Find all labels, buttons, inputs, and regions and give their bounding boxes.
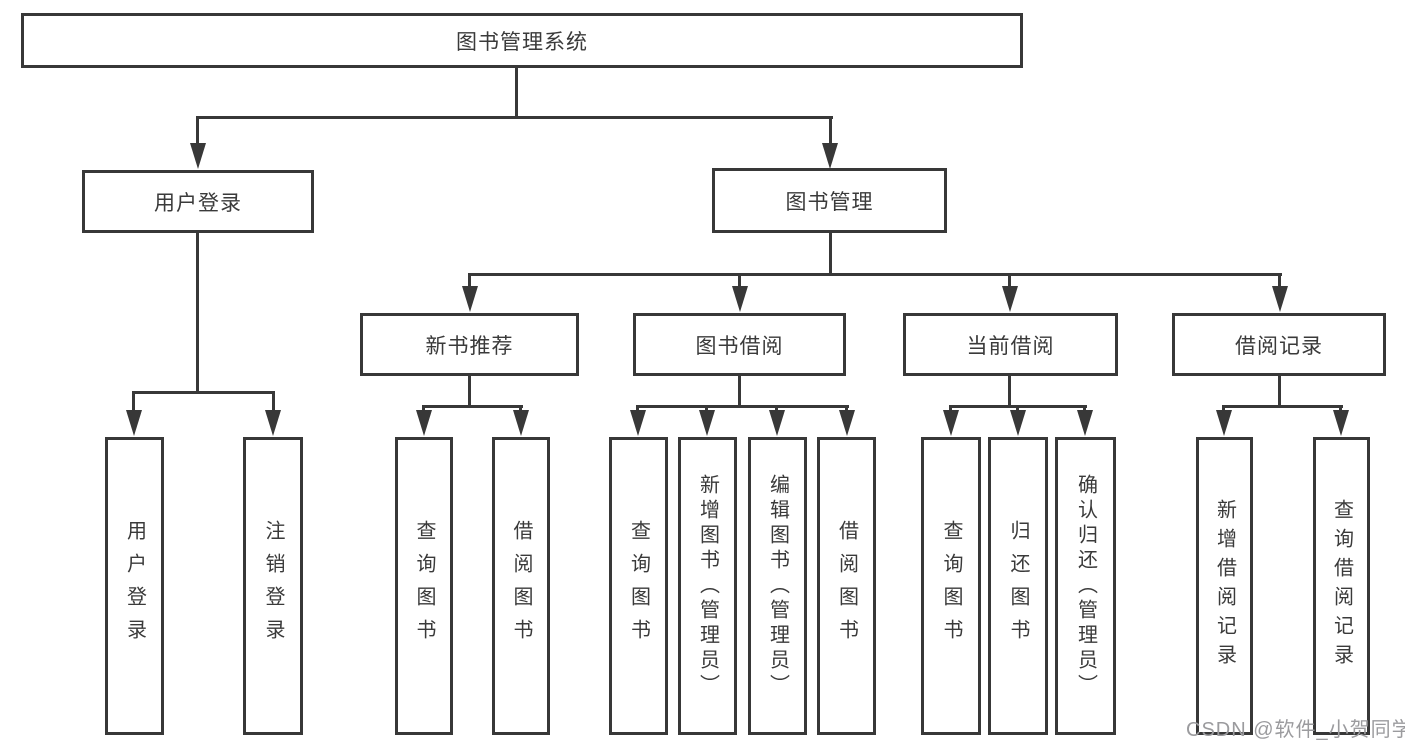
leaf-query-books-recommend-label: 查询图书 [413,520,435,652]
arrow-down-icon [513,410,529,436]
leaf-logout: 注销登录 [243,437,303,735]
connector-root-split [196,116,833,119]
node-book-management: 图书管理 [712,168,947,233]
leaf-edit-books-admin-label: 编辑图书（管理员） [766,473,789,699]
leaf-add-books-admin-label: 新增图书（管理员） [696,473,719,699]
leaf-confirm-return-admin: 确认归还（管理员） [1055,437,1116,735]
arrow-down-icon [1010,410,1026,436]
arrow-down-icon [630,410,646,436]
arrow-down-icon [943,410,959,436]
arrow-down-icon [699,410,715,436]
arrow-down-icon [462,286,478,312]
csdn-watermark: CSDN @软件_小贺同学 [1186,719,1405,741]
connector-userlogin-stem [196,233,199,394]
leaf-return-books-label: 归还图书 [1007,520,1029,652]
connector-to-book-mgmt [829,116,832,148]
arrow-down-icon [822,143,838,169]
node-new-book-recommend: 新书推荐 [360,313,579,376]
connector-userlogin-split [132,391,275,394]
node-library-system-label: 图书管理系统 [456,30,588,54]
connector-to-borrowrecord [1278,273,1281,291]
leaf-user-login: 用户登录 [105,437,164,735]
arrow-down-icon [1272,286,1288,312]
leaf-query-borrow-record: 查询借阅记录 [1313,437,1370,735]
leaf-add-borrow-record-label: 新增借阅记录 [1213,499,1236,673]
connector-newbook-stem [468,376,471,408]
leaf-return-books: 归还图书 [988,437,1048,735]
leaf-borrow-books-recommend: 借阅图书 [492,437,550,735]
arrow-down-icon [839,410,855,436]
node-new-book-recommend-label: 新书推荐 [425,334,514,358]
connector-borrowrecord-stem [1278,376,1281,408]
leaf-borrow-books: 借阅图书 [817,437,876,735]
node-user-login: 用户登录 [82,170,314,233]
leaf-query-books-current-label: 查询图书 [940,520,962,652]
connector-to-bookborrow [738,273,741,291]
leaf-user-login-label: 用户登录 [123,520,146,652]
arrow-down-icon [1216,410,1232,436]
leaf-add-borrow-record: 新增借阅记录 [1196,437,1253,735]
connector-to-newbook [468,273,471,291]
leaf-logout-label: 注销登录 [262,520,284,652]
node-borrowing-records-label: 借阅记录 [1235,334,1323,358]
connector-bookmgmt-split [468,273,1282,276]
leaf-query-books-current: 查询图书 [921,437,981,735]
connector-bookborrow-stem [738,376,741,408]
arrow-down-icon [1002,286,1018,312]
arrow-down-icon [126,410,142,436]
node-current-borrowing: 当前借阅 [903,313,1118,376]
leaf-confirm-return-admin-label: 确认归还（管理员） [1074,473,1097,699]
leaf-query-borrow-record-label: 查询借阅记录 [1330,499,1353,673]
arrow-down-icon [190,143,206,169]
leaf-query-books-recommend: 查询图书 [395,437,453,735]
connector-bookmgmt-stem [829,233,832,276]
node-current-borrowing-label: 当前借阅 [966,334,1055,358]
arrow-down-icon [416,410,432,436]
node-user-login-label: 用户登录 [154,191,242,215]
arrow-down-icon [769,410,785,436]
leaf-edit-books-admin: 编辑图书（管理员） [748,437,807,735]
connector-newbook-split [422,405,523,408]
leaf-query-books-borrowing-label: 查询图书 [627,520,650,652]
connector-root-stem [515,68,518,119]
arrow-down-icon [1333,410,1349,436]
connector-currentborrow-stem [1008,376,1011,408]
connector-to-currentborrow [1008,273,1011,291]
node-book-borrowing: 图书借阅 [633,313,846,376]
leaf-borrow-books-recommend-label: 借阅图书 [510,520,532,652]
connector-borrowrecord-split [1222,405,1343,408]
leaf-borrow-books-label: 借阅图书 [835,520,858,652]
arrow-down-icon [732,286,748,312]
connector-to-login [132,391,135,413]
node-borrowing-records: 借阅记录 [1172,313,1386,376]
leaf-add-books-admin: 新增图书（管理员） [678,437,737,735]
node-library-system: 图书管理系统 [21,13,1023,68]
node-book-borrowing-label: 图书借阅 [695,334,784,358]
node-book-management-label: 图书管理 [785,190,874,214]
arrow-down-icon [1077,410,1093,436]
connector-to-logout [272,391,275,413]
arrow-down-icon [265,410,281,436]
connector-to-user-login [196,116,199,148]
connector-bookborrow-split [636,405,849,408]
leaf-query-books-borrowing: 查询图书 [609,437,668,735]
